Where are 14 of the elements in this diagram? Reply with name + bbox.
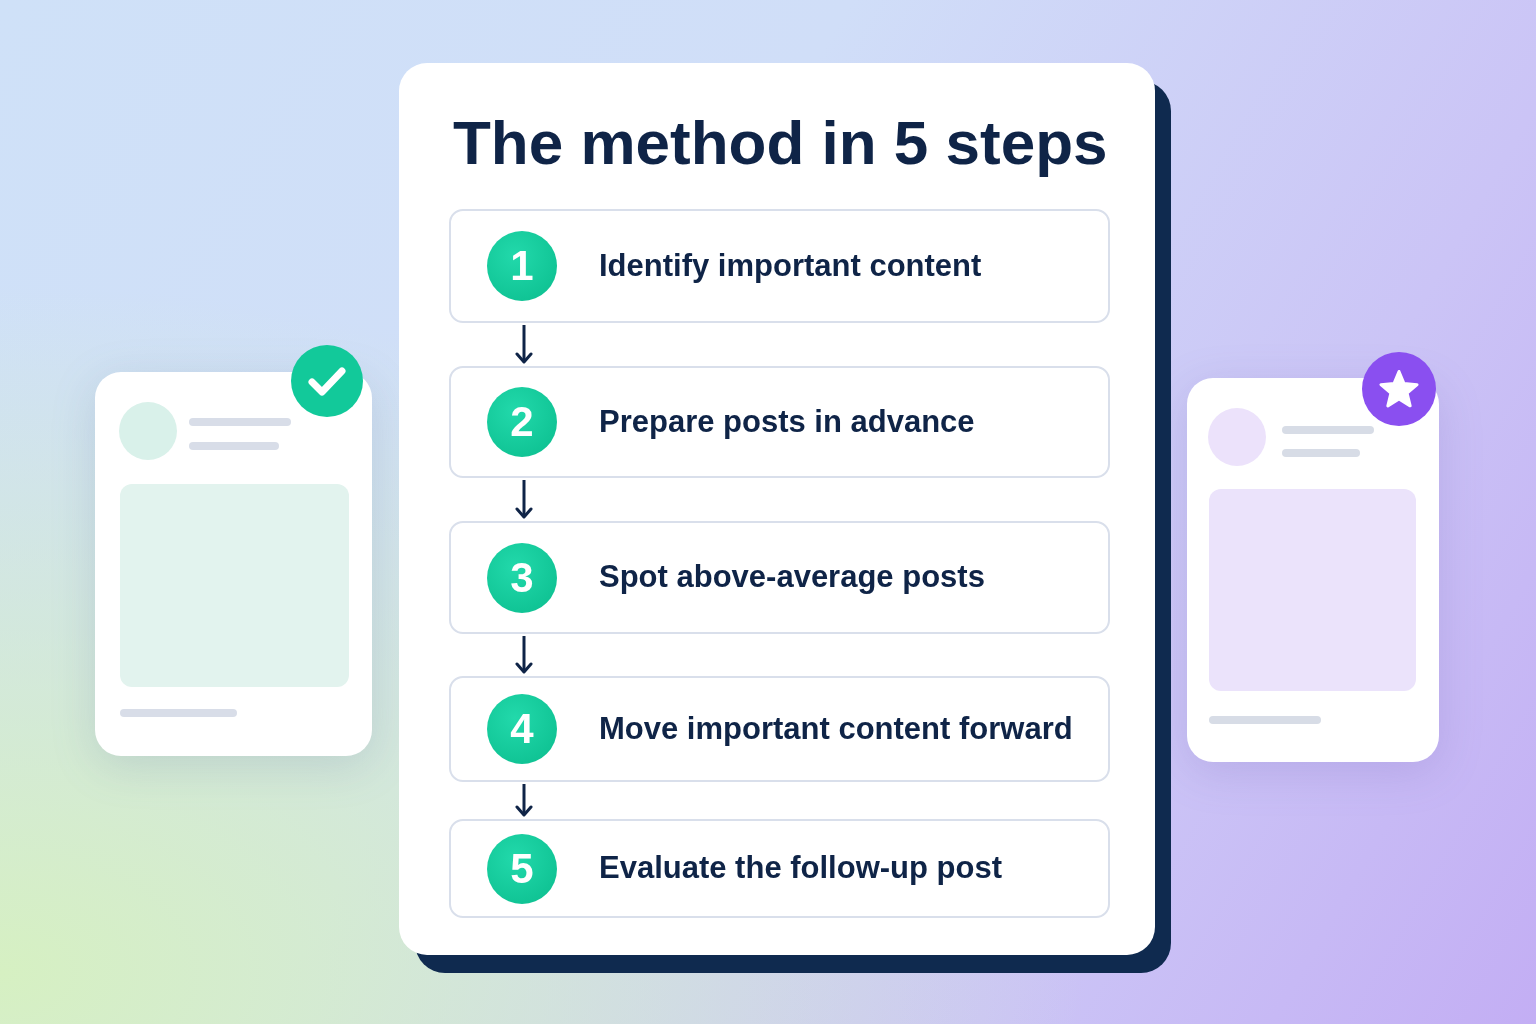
arrow	[515, 325, 533, 364]
step-text: Move important content forward	[599, 709, 1073, 748]
arrow	[515, 636, 533, 674]
arrow	[515, 480, 533, 519]
step-box	[449, 819, 1110, 918]
step-box	[449, 366, 1110, 478]
step-text: Evaluate the follow-up post	[599, 849, 1002, 888]
step-box	[449, 521, 1110, 634]
step-text: Prepare posts in advance	[599, 402, 975, 441]
step-box	[449, 676, 1110, 782]
step-box	[449, 209, 1110, 323]
step-text: Spot above-average posts	[599, 558, 985, 597]
arrow	[515, 784, 533, 817]
step-text: Identify important content	[599, 246, 982, 285]
